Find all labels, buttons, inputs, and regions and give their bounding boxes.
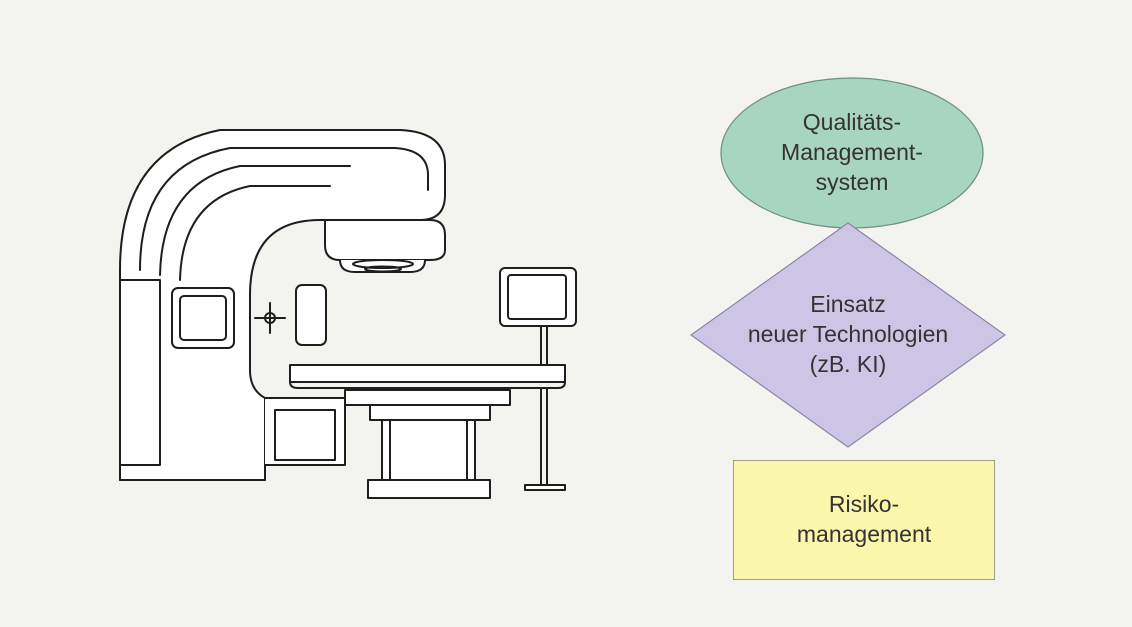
quality-management-label: Qualitäts- Management- system bbox=[781, 109, 923, 195]
quality-management-node: Qualitäts- Management- system bbox=[720, 77, 984, 229]
risk-management-label: Risiko- management bbox=[796, 491, 932, 547]
new-technologies-node: Einsatz neuer Technologien (zB. KI) bbox=[690, 222, 1006, 448]
new-technologies-label: Einsatz neuer Technologien (zB. KI) bbox=[747, 291, 949, 377]
risk-management-node: Risiko- management bbox=[733, 460, 995, 580]
linear-accelerator-icon bbox=[100, 120, 600, 510]
